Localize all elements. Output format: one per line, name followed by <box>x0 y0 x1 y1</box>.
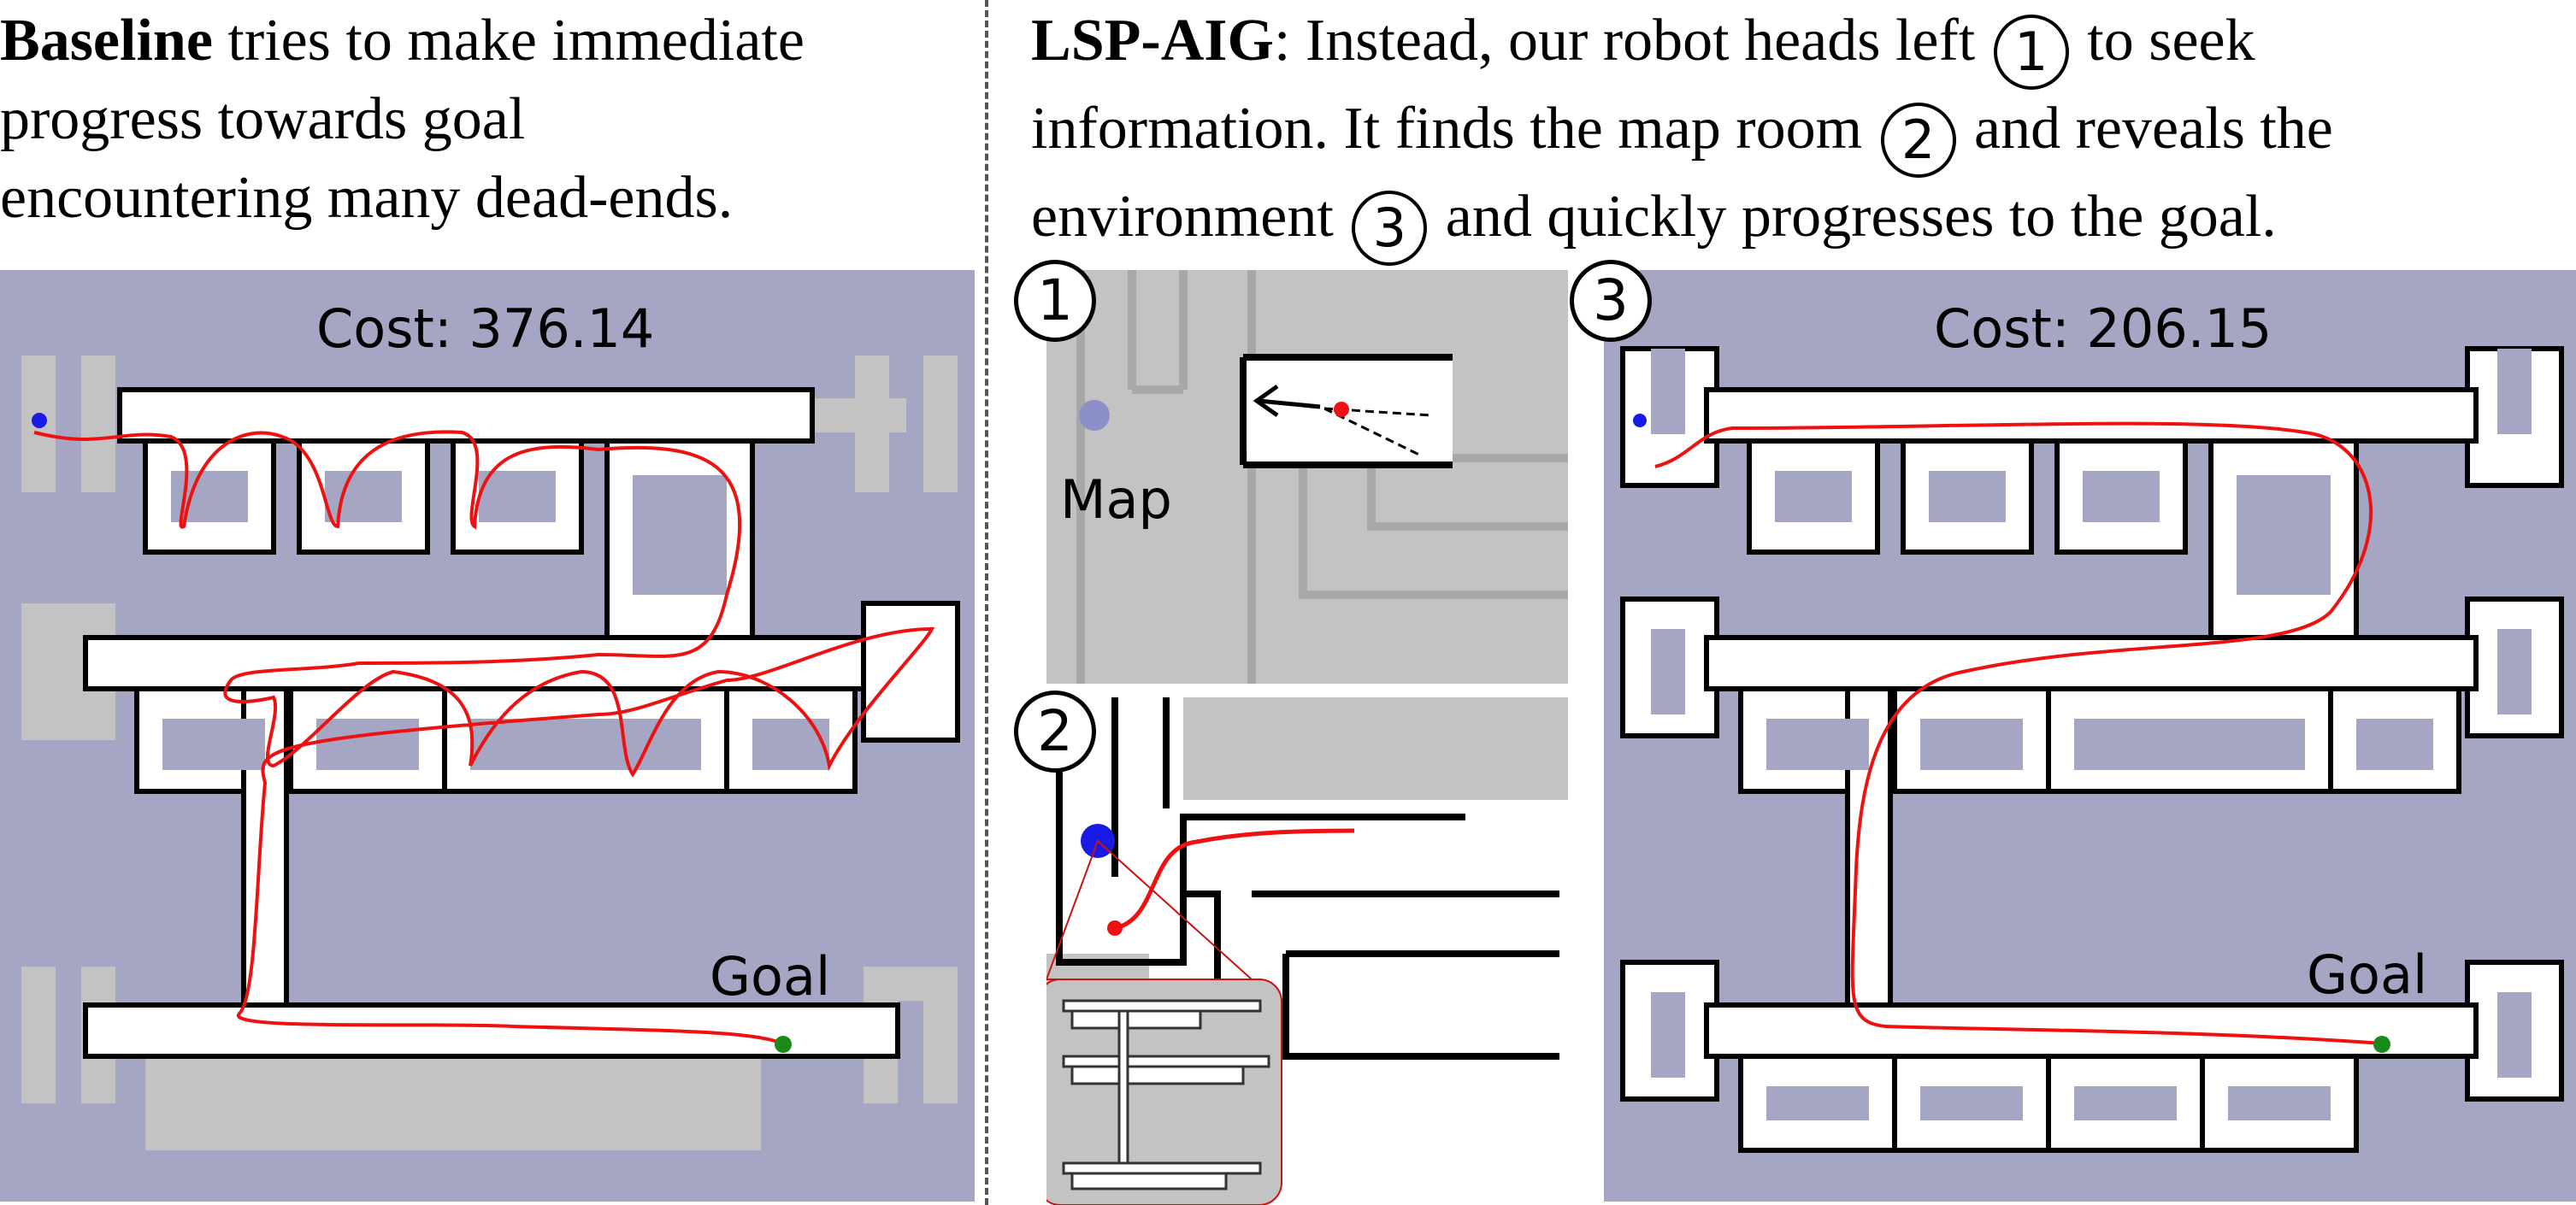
panel-divider <box>985 0 988 1205</box>
panel-2-map <box>1046 697 1568 1205</box>
panel-3-map <box>1604 270 2576 1202</box>
left-caption-line1: Baseline tries to make immediate <box>0 8 805 73</box>
baseline-map <box>0 270 975 1202</box>
right-caption-line3: environment 3 and quickly progresses to … <box>1031 178 2576 266</box>
badge-1: 1 <box>1014 260 1096 342</box>
panel-3: Cost: 206.15 Goal <box>1604 270 2576 1202</box>
right-caption: LSP-AIG: Instead, our robot heads left 1… <box>1031 2 2576 266</box>
left-caption: Baseline tries to make immediate progres… <box>0 2 975 238</box>
panel-1: Map <box>1046 270 1568 684</box>
panel-2 <box>1046 697 1568 1205</box>
right-caption-line2: information. It finds the map room 2 and… <box>1031 90 2576 178</box>
badge-3: 3 <box>1570 260 1652 342</box>
baseline-cost-label: Cost: 376.14 <box>316 297 655 360</box>
badge-2: 2 <box>1014 691 1096 773</box>
panel-1-map <box>1046 270 1568 684</box>
marker-2: 2 <box>1880 103 1956 178</box>
map-label: Map <box>1060 468 1172 531</box>
panel-3-cost-label: Cost: 206.15 <box>1934 297 2272 360</box>
right-caption-line1: LSP-AIG: Instead, our robot heads left 1… <box>1031 2 2576 90</box>
baseline-panel: Cost: 376.14 Goal <box>0 270 975 1202</box>
panel-3-goal-label: Goal <box>2307 943 2428 1006</box>
marker-1: 1 <box>1993 15 2069 90</box>
left-caption-line2: progress towards goal <box>0 86 526 152</box>
baseline-goal-label: Goal <box>710 945 831 1008</box>
marker-3: 3 <box>1352 191 1428 266</box>
left-caption-line3: encountering many dead-ends. <box>0 165 734 231</box>
